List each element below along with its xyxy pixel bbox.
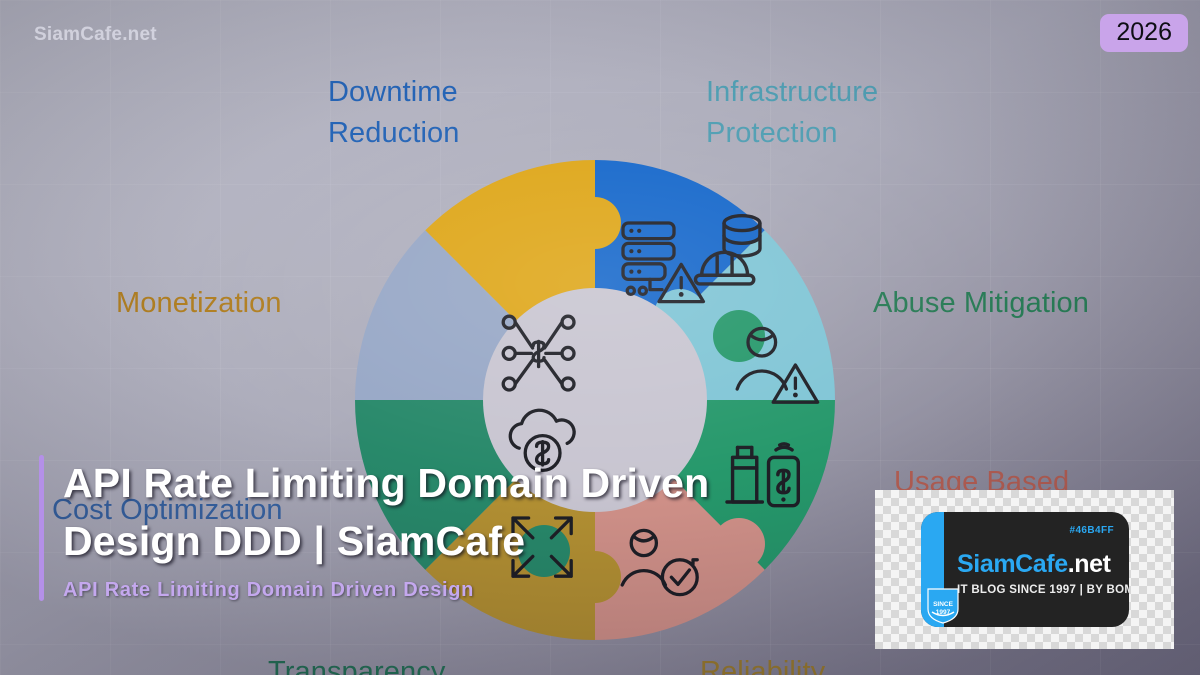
wheel-label-reliability: Reliability: [700, 656, 826, 675]
site-watermark: SiamCafe.net: [34, 24, 157, 45]
since-1997-shield-icon: [927, 588, 959, 624]
wheel-label-abuse-mitigation: Abuse Mitigation: [873, 287, 1089, 319]
logo-wordmark-blue: SiamCafe: [957, 550, 1068, 578]
logo-tagline: IT BLOG SINCE 1997 | BY BOM: [957, 584, 1129, 596]
network-nodes-icon: [501, 314, 576, 392]
wheel-label-downtime-reduction: Downtime Reduction: [328, 76, 460, 150]
siamcafe-logo-card: #46B4FF SiamCafe.net IT BLOG SINCE 1997 …: [875, 490, 1174, 649]
database-hardhat-icon: [693, 214, 762, 286]
cloud-dollar-icon: [508, 408, 576, 473]
expand-arrows-icon: [511, 516, 573, 578]
server-alert-icon: [621, 221, 706, 304]
accent-bar: [39, 455, 44, 601]
page-title: API Rate Limiting Domain Driven Design D…: [63, 460, 710, 564]
payment-terminal-icon: [725, 442, 801, 508]
wheel-segment-abuse-mitigation[interactable]: [672, 310, 835, 570]
puzzle-wheel: [335, 140, 855, 660]
wheel-label-monetization: Monetization: [116, 287, 282, 319]
title-block: API Rate Limiting Domain Driven Design D…: [39, 455, 879, 602]
logo-hex-code: #46B4FF: [1069, 525, 1114, 536]
since-1997-label: SINCE 1997: [933, 600, 953, 616]
wheel-segment-cost-optimization[interactable]: [355, 230, 518, 400]
year-badge: 2026: [1100, 14, 1188, 53]
logo-wordmark-white: .net: [1067, 550, 1111, 578]
wheel-segment-reliability[interactable]: [425, 477, 621, 640]
logo-wordmark: SiamCafe.net: [957, 550, 1111, 579]
user-check-icon: [620, 528, 699, 597]
wheel-label-transparency: Transparency: [268, 656, 446, 675]
wheel-label-infrastructure-protection: Infrastructure Protection: [706, 76, 879, 150]
user-alert-icon: [735, 326, 820, 404]
wheel-label-cost-optimization: Cost Optimization: [52, 494, 283, 526]
logo-plate: #46B4FF SiamCafe.net IT BLOG SINCE 1997 …: [921, 512, 1129, 627]
page-subtitle: API Rate Limiting Domain Driven Design: [63, 578, 475, 601]
